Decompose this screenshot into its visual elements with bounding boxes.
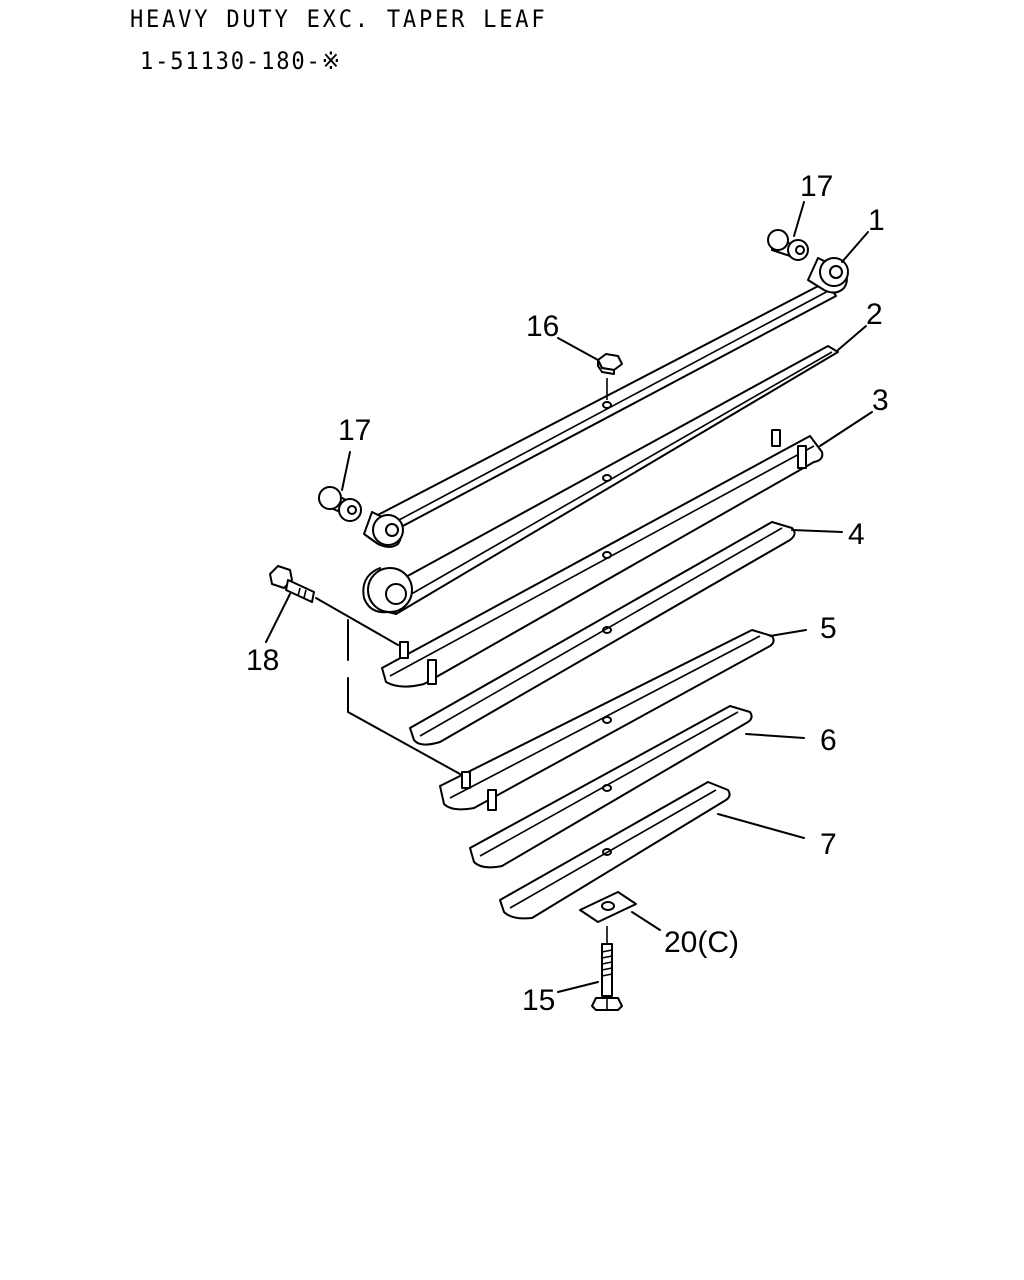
plate-20 <box>579 891 637 923</box>
callout-18: 18 <box>246 644 279 677</box>
callout-16: 16 <box>526 310 559 343</box>
callout-17-left: 17 <box>338 414 371 447</box>
callout-7: 7 <box>820 828 837 861</box>
leader-lines <box>265 201 873 993</box>
bolt-18 <box>269 565 461 775</box>
bushing-17-top <box>767 229 809 261</box>
leaf-6 <box>469 705 753 869</box>
title-block: HEAVY DUTY EXC. TAPER LEAF 1-51130-180-※ <box>130 4 584 76</box>
callout-6: 6 <box>820 724 837 757</box>
leaf-1-main <box>371 281 837 537</box>
leaf-1-rear-eye <box>363 511 404 548</box>
callout-2: 2 <box>866 298 883 331</box>
leaf-3 <box>381 429 824 688</box>
callout-17-top: 17 <box>800 170 833 203</box>
callout-3: 3 <box>872 384 889 417</box>
bushing-17-left <box>318 486 362 522</box>
callout-4: 4 <box>848 518 865 551</box>
leaf-1-front-eye <box>807 257 849 294</box>
leaf-2 <box>362 345 839 615</box>
callout-15: 15 <box>522 984 555 1017</box>
leaf-7 <box>499 781 731 920</box>
callout-20c: 20(C) <box>664 926 739 959</box>
callout-1: 1 <box>868 204 885 237</box>
assembly-part-number: 1-51130-180-※ <box>140 47 342 75</box>
diagram-title: HEAVY DUTY EXC. TAPER LEAF <box>130 5 548 33</box>
callout-5: 5 <box>820 612 837 645</box>
leaf-5 <box>439 629 775 811</box>
nut-16 <box>597 353 623 409</box>
bolt-15 <box>591 926 623 1011</box>
